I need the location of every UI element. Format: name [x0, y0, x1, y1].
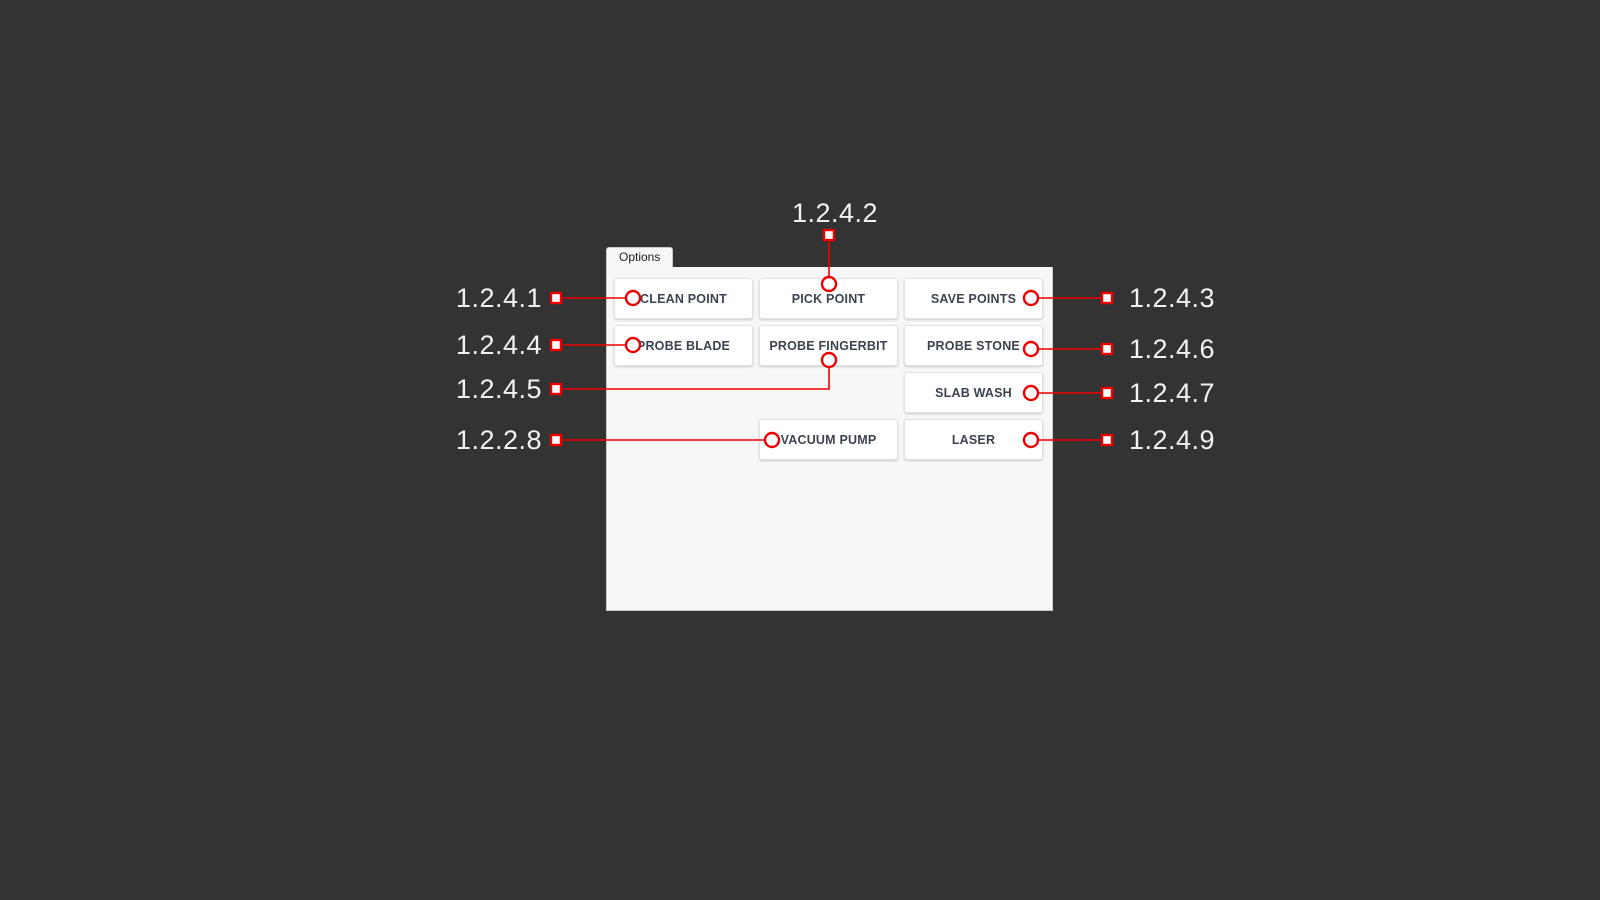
annotation-label-1-2-4-1: 1.2.4.1 — [455, 283, 542, 313]
annotation-label-1-2-4-4: 1.2.4.4 — [455, 330, 542, 360]
annotation-label-1-2-4-9: 1.2.4.9 — [1129, 425, 1216, 455]
annotation-label-1-2-4-7: 1.2.4.7 — [1129, 378, 1216, 408]
anchor-square-marker — [549, 291, 563, 305]
anchor-square-marker — [549, 382, 563, 396]
button-pick-point-label: PICK POINT — [791, 291, 866, 306]
tab-options-label: Options — [619, 250, 661, 264]
button-clean-point-label: CLEAN POINT — [640, 291, 727, 306]
anchor-square-marker — [1100, 342, 1114, 356]
annotation-label-1-2-2-8: 1.2.2.8 — [455, 425, 542, 455]
anchor-square-marker — [549, 433, 563, 447]
button-save-points-label: SAVE POINTS — [930, 291, 1017, 306]
button-slab-wash-label: SLAB WASH — [935, 385, 1012, 400]
annotation-label-1-2-4-3: 1.2.4.3 — [1129, 283, 1216, 313]
anchor-square-marker — [1100, 433, 1114, 447]
button-probe-stone[interactable]: PROBE STONE — [904, 325, 1043, 366]
button-probe-blade-label: PROBE BLADE — [636, 338, 731, 353]
anchor-square-marker — [822, 228, 836, 242]
button-probe-fingerbit-label: PROBE FINGERBIT — [769, 338, 888, 353]
annotation-label-1-2-4-2: 1.2.4.2 — [792, 198, 879, 228]
annotation-label-1-2-4-6: 1.2.4.6 — [1129, 334, 1216, 364]
button-vacuum-pump-label: VACUUM PUMP — [780, 432, 877, 447]
annotation-label-1-2-4-5: 1.2.4.5 — [455, 374, 542, 404]
button-probe-stone-label: PROBE STONE — [927, 338, 1020, 353]
tab-options[interactable]: Options — [606, 247, 674, 268]
button-probe-blade[interactable]: PROBE BLADE — [614, 325, 753, 366]
button-save-points[interactable]: SAVE POINTS — [904, 278, 1043, 319]
button-laser[interactable]: LASER — [904, 419, 1043, 460]
anchor-square-marker — [1100, 291, 1114, 305]
button-slab-wash[interactable]: SLAB WASH — [904, 372, 1043, 413]
anchor-square-marker — [549, 338, 563, 352]
tab-strip: Options — [606, 247, 674, 268]
button-probe-fingerbit[interactable]: PROBE FINGERBIT — [759, 325, 898, 366]
button-laser-label: LASER — [951, 432, 996, 447]
button-pick-point[interactable]: PICK POINT — [759, 278, 898, 319]
button-clean-point[interactable]: CLEAN POINT — [614, 278, 753, 319]
anchor-square-marker — [1100, 386, 1114, 400]
button-vacuum-pump[interactable]: VACUUM PUMP — [759, 419, 898, 460]
